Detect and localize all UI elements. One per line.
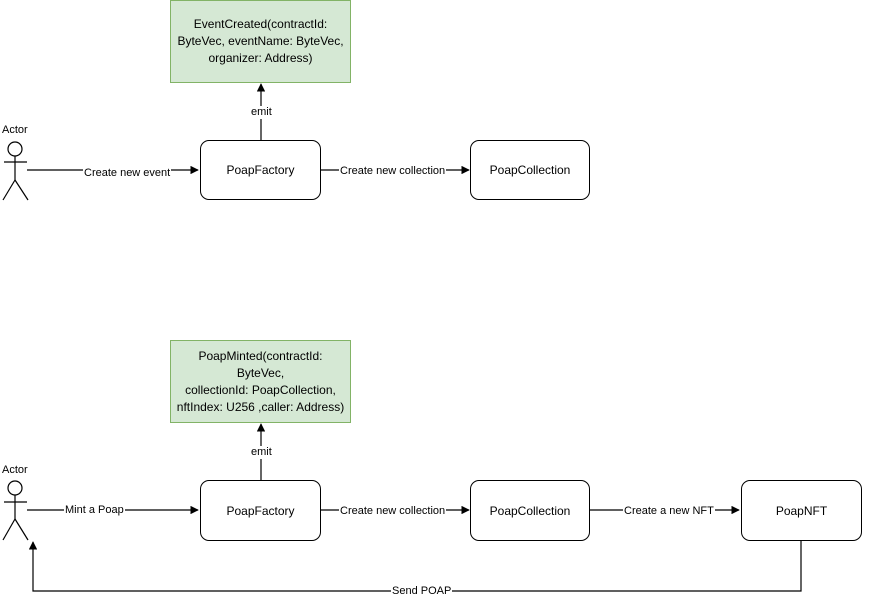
top-actor-figure	[2, 141, 29, 201]
top-edge-label-emit: emit	[250, 106, 273, 119]
bottom-poap-collection-node[interactable]: PoapCollection	[470, 480, 590, 541]
bottom-actor-figure	[2, 480, 29, 541]
note-line: EventCreated(contractId:	[193, 17, 328, 31]
top-poap-collection-node[interactable]: PoapCollection	[470, 140, 590, 200]
note-line: ByteVec, eventName: ByteVec,	[177, 34, 344, 48]
bottom-actor-label: Actor	[2, 464, 28, 476]
node-label: PoapCollection	[489, 503, 571, 518]
top-event-note[interactable]: EventCreated(contractId: ByteVec, eventN…	[170, 0, 351, 83]
top-actor-label: Actor	[2, 124, 28, 136]
bottom-edge-label-send-poap: Send POAP	[391, 585, 453, 598]
bottom-edge-label-create-nft: Create a new NFT	[623, 505, 715, 518]
note-line: nftIndex: U256 ,caller: Address)	[176, 399, 345, 414]
node-label: PoapFactory	[226, 503, 295, 518]
bottom-poap-nft-node[interactable]: PoapNFT	[741, 480, 862, 541]
node-label: PoapFactory	[226, 163, 295, 177]
bottom-edge-label-create-collection: Create new collection	[339, 505, 447, 518]
bottom-edge-label-mint: Mint a Poap	[64, 504, 125, 517]
node-label: PoapCollection	[489, 163, 571, 177]
bottom-poap-factory-node[interactable]: PoapFactory	[200, 480, 321, 541]
note-line: organizer: Address)	[208, 51, 313, 65]
note-line: PoapMinted(contractId: ByteVec,	[198, 348, 323, 380]
top-edge-label-create-collection: Create new collection	[339, 165, 447, 178]
bottom-minted-note[interactable]: PoapMinted(contractId: ByteVec, collecti…	[170, 340, 351, 423]
node-label: PoapNFT	[775, 503, 828, 518]
bottom-edge-nft-to-actor	[28, 541, 802, 592]
top-poap-factory-node[interactable]: PoapFactory	[200, 140, 321, 200]
bottom-edge-label-emit: emit	[250, 446, 273, 459]
top-edge-label-create-event: Create new event	[83, 167, 172, 180]
note-line: collectionId: PoapCollection,	[185, 382, 336, 397]
